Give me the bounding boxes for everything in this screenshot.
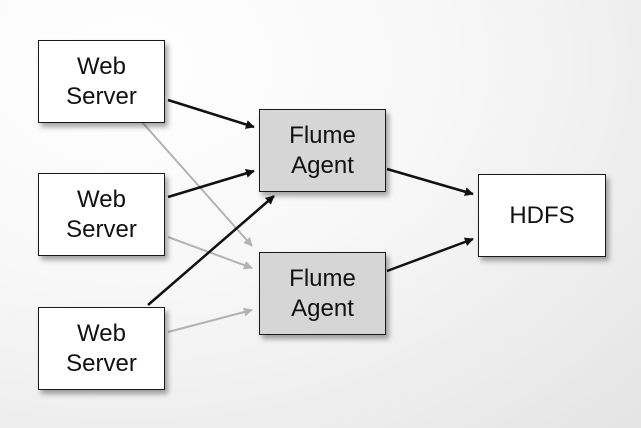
- edge-flume-agent-1-to-hdfs: [386, 167, 474, 197]
- edge-web-server-3-to-flume-agent-1: [147, 195, 275, 306]
- edge-web-server-1-to-flume-agent-1: [167, 98, 255, 129]
- flume-agent-node-1: Flume Agent: [259, 109, 386, 192]
- edge-web-server-1-to-flume-agent-2: [141, 121, 253, 247]
- web-server-label-1: Web Server: [66, 52, 137, 110]
- hdfs-label: HDFS: [509, 201, 575, 229]
- web-server-label-3: Web Server: [66, 319, 137, 377]
- web-server-label-2: Web Server: [66, 185, 137, 243]
- web-server-node-1: Web Server: [38, 40, 165, 123]
- web-server-node-2: Web Server: [38, 173, 165, 256]
- flume-agent-node-2: Flume Agent: [259, 252, 386, 335]
- edge-flume-agent-2-to-hdfs: [386, 237, 474, 273]
- web-server-node-3: Web Server: [38, 307, 165, 390]
- flume-agent-label-1: Flume Agent: [289, 121, 356, 179]
- edge-web-server-2-to-flume-agent-1: [167, 169, 255, 199]
- hdfs-node: HDFS: [478, 174, 606, 257]
- edge-web-server-3-to-flume-agent-2: [167, 307, 253, 333]
- flume-agent-label-2: Flume Agent: [289, 264, 356, 322]
